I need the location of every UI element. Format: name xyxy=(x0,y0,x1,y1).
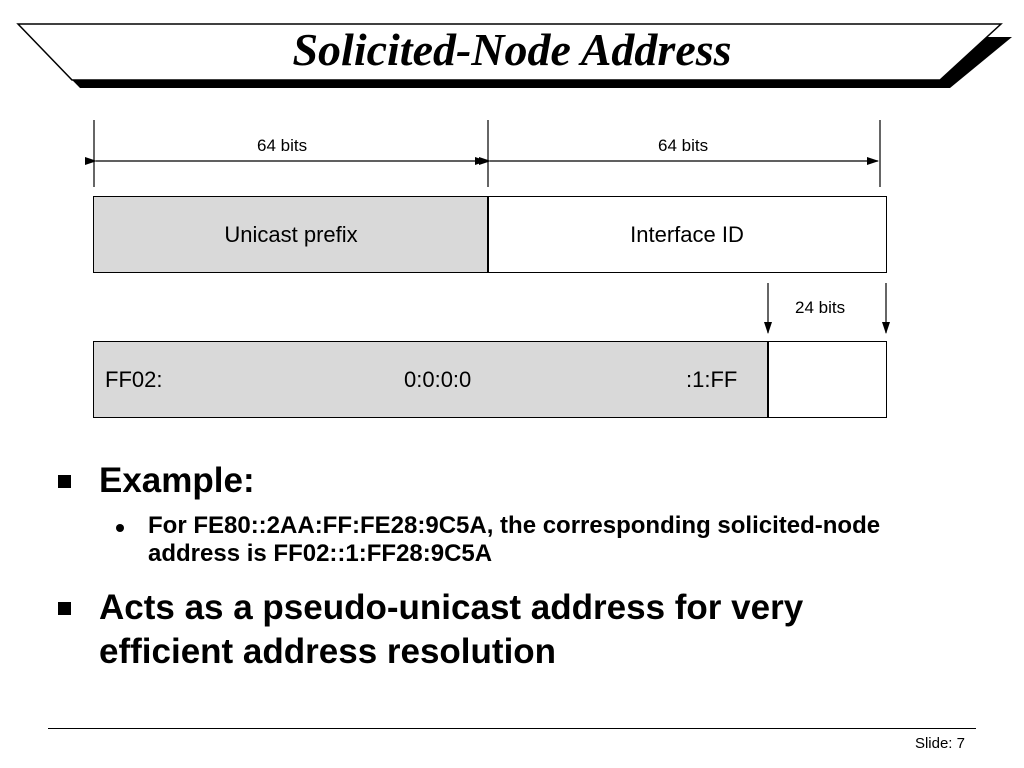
multicast-part-zeros: 0:0:0:0 xyxy=(404,366,472,392)
page-title: Solicited-Node Address xyxy=(292,24,732,75)
example-heading: Example: xyxy=(99,461,255,500)
title-banner xyxy=(16,23,1012,88)
interface-id-label: Interface ID xyxy=(630,221,744,247)
interface-id-bits-label: 64 bits xyxy=(658,136,709,155)
unicast-prefix-label: Unicast prefix xyxy=(224,221,358,247)
prefix-bits-label: 64 bits xyxy=(257,136,308,155)
dot-bullet-icon xyxy=(116,524,124,532)
address-diagram xyxy=(85,120,890,334)
unicast-prefix-box: Unicast prefix xyxy=(93,196,489,273)
example-text: For FE80::2AA:FF:FE28:9C5A, the correspo… xyxy=(148,512,881,567)
footer-divider xyxy=(48,728,976,729)
low-24-bits-box xyxy=(767,341,887,418)
multicast-part-1ff: :1:FF xyxy=(686,366,738,392)
bits-24-label: 24 bits xyxy=(795,298,846,317)
square-bullet-icon xyxy=(58,475,71,488)
interface-id-box: Interface ID xyxy=(487,196,887,273)
title-banner-frame xyxy=(16,23,1003,81)
slide-number: Slide: 7 xyxy=(914,735,965,752)
multicast-prefix-box: FF02: 0:0:0:0 :1:FF xyxy=(93,341,769,418)
multicast-part-ff02: FF02: xyxy=(105,366,163,392)
square-bullet-icon xyxy=(58,602,71,615)
acts-as-text: Acts as a pseudo-unicast address for ver… xyxy=(99,588,804,671)
